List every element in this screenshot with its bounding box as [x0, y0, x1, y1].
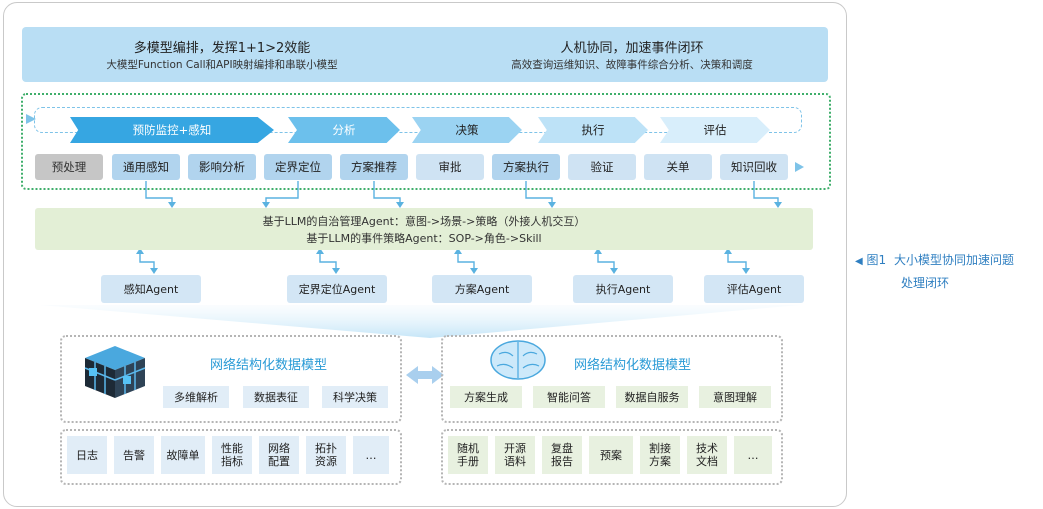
process-region [21, 93, 831, 190]
source-opensource: 开源 语料 [495, 436, 535, 474]
source-techdoc: 技术 文档 [687, 436, 727, 474]
step-localization: 定界定位 [264, 154, 332, 180]
connector-arrow-icon [373, 181, 401, 206]
right-tag: 数据自服务 [616, 386, 688, 408]
phase-analysis: 分析 [288, 117, 400, 143]
phase-decision: 决策 [412, 117, 522, 143]
connector-arrow-icon [319, 251, 337, 272]
source-review: 复盘 报告 [542, 436, 582, 474]
source-topology: 拓扑 资源 [306, 436, 346, 474]
top-banner: 多模型编排，发挥1+1>2效能 大模型Function Call和API映射编排… [22, 27, 828, 82]
banner-left-subtitle: 大模型Function Call和API映射编排和串联小模型 [106, 59, 338, 71]
caption-line-2: 处理闭环 [901, 276, 950, 290]
agent-localization: 定界定位Agent [287, 275, 387, 303]
banner-right-title: 人机协同，加速事件闭环 [560, 41, 704, 56]
connector-arrow-icon [597, 251, 615, 272]
agent-perception: 感知Agent [101, 275, 201, 303]
source-config: 网络 配置 [259, 436, 299, 474]
connector-arrow-icon [139, 251, 155, 272]
connector-arrows [40, 181, 800, 384]
step-general-perception: 通用感知 [112, 154, 180, 180]
orchestrator-bar: 基于LLM的自治管理Agent：意图->场景->策略（外接人机交互） 基于LLM… [35, 208, 813, 250]
step-preprocess: 预处理 [35, 154, 103, 180]
agent-evaluation: 评估Agent [704, 275, 804, 303]
right-panel-title: 网络结构化数据模型 [574, 358, 692, 373]
step-close-ticket: 关单 [644, 154, 712, 180]
banner-right-subtitle: 高效查询运维知识、故障事件综合分析、决策和调度 [511, 59, 753, 71]
left-sources-panel [60, 429, 402, 485]
source-performance: 性能 指标 [212, 436, 252, 474]
agent-execution: 执行Agent [573, 275, 673, 303]
source-manual: 随机 手册 [448, 436, 488, 474]
source-more: … [353, 436, 389, 474]
source-alarm: 告警 [114, 436, 154, 474]
phase-label: 决策 [455, 123, 479, 137]
source-cutover: 割接 方案 [640, 436, 680, 474]
phase-label: 分析 [332, 123, 356, 137]
right-sources-panel [441, 429, 783, 485]
right-tag: 意图理解 [699, 386, 771, 408]
phase-execution: 执行 [538, 117, 648, 143]
source-log: 日志 [67, 436, 107, 474]
phase-evaluation: 评估 [660, 117, 770, 143]
connector-arrow-icon [525, 181, 553, 206]
connector-arrow-icon [457, 251, 475, 272]
right-tag: 方案生成 [450, 386, 522, 408]
connector-arrow-icon [727, 251, 747, 272]
step-verification: 验证 [568, 154, 636, 180]
left-panel-title: 网络结构化数据模型 [210, 358, 328, 373]
banner-left-title: 多模型编排，发挥1+1>2效能 [133, 41, 311, 56]
figure-caption: ◀ 图1 大小模型协同加速问题 [855, 251, 1041, 268]
left-tag: 多维解析 [163, 386, 229, 408]
step-approval: 审批 [416, 154, 484, 180]
right-tag: 智能问答 [533, 386, 605, 408]
caption-marker-icon: ◀ [855, 256, 863, 267]
connector-arrow-icon [145, 181, 173, 206]
orchestrator-line-1: 基于LLM的自治管理Agent：意图->场景->策略（外接人机交互） [262, 215, 586, 228]
left-model-panel [60, 335, 402, 423]
caption-line-1: 大小模型协同加速问题 [894, 253, 1015, 267]
brain-icon [490, 340, 546, 380]
source-plan: 预案 [589, 436, 633, 474]
step-knowledge-recycle: 知识回收 [720, 154, 788, 180]
connector-arrow-icon [265, 181, 299, 206]
phase-label: 预防监控+感知 [132, 123, 212, 137]
step-solution-recommend: 方案推荐 [340, 154, 408, 180]
double-arrow-icon [406, 366, 444, 384]
loop-arrowhead-icon [26, 114, 36, 124]
phase-label: 执行 [581, 123, 605, 137]
source-more: … [734, 436, 772, 474]
step-solution-execution: 方案执行 [492, 154, 560, 180]
orchestrator-line-2: 基于LLM的事件策略Agent：SOP->角色->Skill [306, 232, 542, 245]
caption-label: 图1 [866, 253, 887, 267]
phase-label: 评估 [703, 123, 727, 137]
agent-solution: 方案Agent [432, 275, 532, 303]
light-fan [40, 305, 800, 338]
step-impact-analysis: 影响分析 [188, 154, 256, 180]
right-model-panel [441, 335, 783, 423]
step-end-arrow-icon [795, 162, 804, 172]
left-tag: 科学决策 [322, 386, 388, 408]
cube-icon [84, 346, 146, 398]
left-tag: 数据表征 [243, 386, 309, 408]
source-ticket: 故障单 [161, 436, 205, 474]
phase-monitoring: 预防监控+感知 [70, 117, 274, 143]
